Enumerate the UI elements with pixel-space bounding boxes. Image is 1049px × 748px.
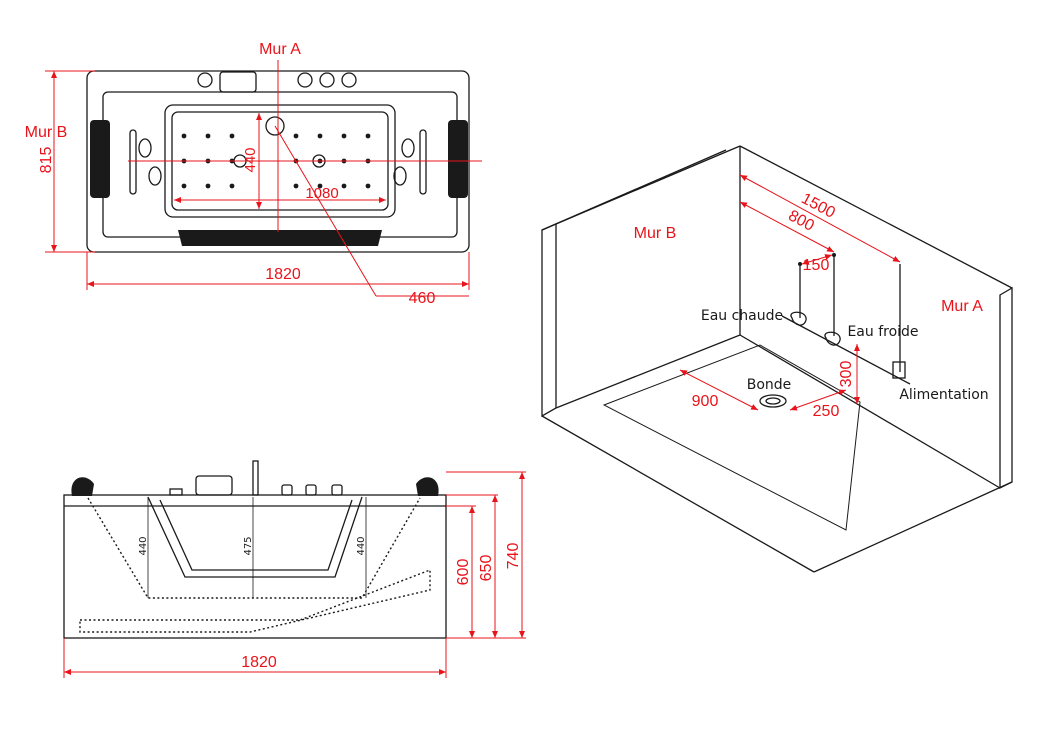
- side-hidden-line: [87, 497, 421, 599]
- dim-1820-top-text: 1820: [265, 266, 301, 283]
- drain-icon-inner: [765, 397, 781, 405]
- floor-back-edge: [555, 334, 741, 409]
- side-body: [63, 494, 447, 639]
- tub-inner-rim: [102, 91, 458, 238]
- dim-440-left-text: 440: [138, 536, 149, 555]
- dim-250-line: [789, 389, 847, 411]
- hot-valve-icon: [790, 311, 807, 326]
- side-view: 440 475 440 600 650 740 1820: [63, 460, 526, 678]
- floor-jet-dot: [293, 133, 299, 139]
- wall-top-edge: [541, 149, 727, 231]
- control-panel-display: [219, 71, 257, 93]
- floor-jet-dot: [365, 133, 371, 139]
- floor-jet-dot: [317, 133, 323, 139]
- floor-front-edge: [813, 481, 1013, 573]
- dim-475-text: 475: [243, 536, 254, 555]
- grab-handle: [129, 129, 137, 195]
- supply-line: [781, 315, 911, 385]
- dim-440-right-text: 440: [356, 536, 367, 555]
- side-basin: [147, 496, 363, 578]
- pipe-point: [798, 262, 802, 266]
- side-knob: [169, 488, 183, 496]
- drain-label: Bonde: [747, 377, 792, 393]
- floor-jet-dot: [341, 133, 347, 139]
- side-faucet: [252, 460, 259, 496]
- floor-jet-dot: [181, 183, 187, 189]
- dim-815-text: 815: [38, 147, 55, 174]
- cold-valve-icon: [824, 331, 841, 346]
- side-basin-inner: [159, 499, 353, 571]
- side-jet: [138, 138, 152, 158]
- dim-150-line: [801, 254, 833, 265]
- control-knob: [319, 72, 335, 88]
- drain-circle: [265, 116, 285, 136]
- floor-jet-dot: [205, 183, 211, 189]
- wall-a-edge: [999, 286, 1013, 490]
- drain-icon: [759, 394, 787, 408]
- side-jet: [148, 166, 162, 186]
- floor-front-edge: [541, 415, 815, 573]
- top-mur-b-label: Mur B: [25, 124, 68, 141]
- room-mur-a-label: Mur A: [941, 298, 983, 315]
- diagonal-line: [274, 125, 377, 297]
- side-knob: [281, 484, 293, 496]
- floor-jet-dot: [229, 133, 235, 139]
- wall-b-edge: [541, 223, 557, 418]
- power-socket-icon: [892, 361, 906, 379]
- floor-jet-dot: [317, 183, 323, 189]
- dim-460-text: 460: [409, 290, 436, 307]
- pipe-point: [832, 253, 836, 257]
- dim-900-line: [679, 369, 759, 411]
- dim-440-text: 440: [242, 147, 259, 172]
- top-mur-a-label: Mur A: [259, 41, 301, 58]
- right-headrest-pillow: [448, 120, 468, 198]
- side-jet: [401, 138, 415, 158]
- side-jet: [393, 166, 407, 186]
- floor-jets: [181, 133, 371, 189]
- room-mur-b-label: Mur B: [634, 225, 677, 242]
- dim-1080-text: 1080: [305, 185, 338, 202]
- dim-900-text: 900: [692, 393, 719, 410]
- side-hidden-line: [79, 568, 431, 633]
- dim-1820-bottom-text: 1820: [241, 654, 277, 671]
- grab-handle: [419, 129, 427, 195]
- floor-jet-dot: [341, 183, 347, 189]
- front-skirt-panel: [178, 230, 382, 246]
- left-headrest-pillow: [90, 120, 110, 198]
- side-control-display: [195, 475, 233, 496]
- floor-right-edge: [739, 334, 1001, 489]
- side-knob: [331, 484, 343, 496]
- floor-jet-dot: [293, 183, 299, 189]
- side-knob: [305, 484, 317, 496]
- floor-jet-dot: [181, 133, 187, 139]
- floor-jet-dot: [229, 183, 235, 189]
- dim-250-text: 250: [813, 403, 840, 420]
- floor-jet-dot: [205, 133, 211, 139]
- top-view: Mur A Mur B 1080 440 815 1820 460: [25, 41, 482, 307]
- floor-jet-dot: [365, 183, 371, 189]
- room-view: 1500 800 150 300 900 250 Mur B Mur A Eau…: [541, 145, 1013, 573]
- dim-740-text: 740: [505, 543, 522, 570]
- power-label: Alimentation: [899, 387, 988, 403]
- dim-800-line: [739, 201, 835, 253]
- cold-water-label: Eau froide: [847, 324, 918, 340]
- dim-600-text: 600: [455, 559, 472, 586]
- dim-650-text: 650: [478, 555, 495, 582]
- dim-300-text: 300: [838, 361, 855, 388]
- wall-a-top: [739, 145, 1013, 289]
- side-headrest-right: [416, 477, 439, 496]
- tub-footprint: [602, 344, 861, 531]
- control-knob: [197, 72, 213, 88]
- dim-150-text: 150: [803, 257, 830, 274]
- control-knob: [341, 72, 357, 88]
- hot-water-label: Eau chaude: [701, 308, 783, 324]
- side-headrest-left: [71, 477, 94, 496]
- control-knob: [297, 72, 313, 88]
